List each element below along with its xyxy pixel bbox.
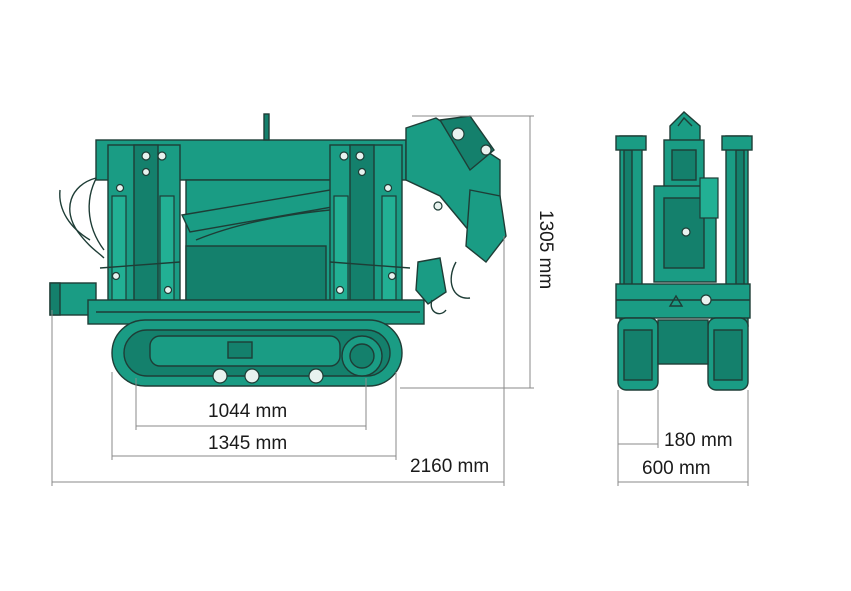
track-length-label: 1345 mm: [208, 433, 287, 454]
track-width-label: 180 mm: [664, 430, 733, 451]
front-view-drawing: [615, 111, 753, 391]
dimension-lines: [51, 115, 749, 486]
overall-height-label: 1305 mm: [535, 210, 556, 289]
overall-length-label: 2160 mm: [410, 456, 489, 477]
overall-width-label: 600 mm: [642, 458, 711, 479]
side-view-drawing: [49, 113, 507, 387]
inner-track-length-label: 1044 mm: [208, 401, 287, 422]
